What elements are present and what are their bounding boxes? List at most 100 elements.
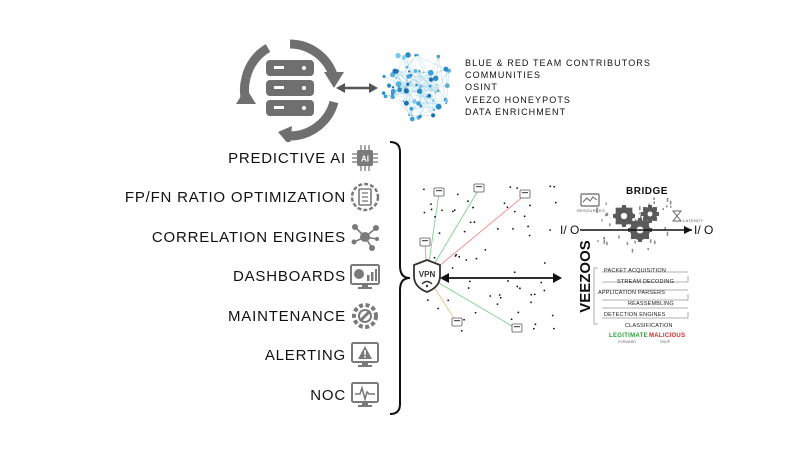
bridge-texture: [601, 219, 603, 222]
mesh-node: [516, 187, 519, 190]
data-sources-list: BLUE & RED TEAM CONTRIBUTORS COMMUNITIES…: [465, 57, 651, 118]
bridge-texture: [653, 197, 655, 200]
globe-link: [403, 55, 434, 116]
pipeline-stage: CLASSIFICATION: [625, 323, 673, 329]
mesh-link: [426, 275, 518, 330]
mesh-node: [553, 327, 555, 330]
gear-hub: [620, 212, 628, 220]
mesh-node: [430, 203, 432, 206]
globe-node: [418, 88, 421, 92]
mesh-node: [543, 289, 546, 292]
globe-link: [408, 76, 428, 97]
mesh-node: [503, 202, 506, 205]
globe-node: [435, 103, 442, 110]
globe-node: [428, 84, 432, 88]
globe-node: [395, 77, 398, 79]
mesh-node: [551, 314, 554, 317]
gear-tooth: [652, 207, 657, 212]
bridge-texture: [603, 236, 605, 240]
globe-node: [436, 54, 441, 59]
mesh-node: [463, 318, 465, 321]
mesh-node: [513, 210, 516, 213]
globe-node: [392, 68, 398, 74]
feature-label-dashboards: DASHBOARDS: [232, 268, 346, 285]
globe-link: [385, 90, 407, 97]
endpoint-device-icon: [519, 189, 531, 199]
globe-node: [403, 88, 409, 94]
globe-node: [381, 91, 386, 95]
globe-link: [393, 91, 447, 101]
globe-link: [418, 70, 450, 118]
globe-node: [419, 104, 423, 108]
mesh-node: [523, 215, 526, 218]
bridge-texture: [640, 215, 642, 220]
endpoint-device-detail: [476, 186, 482, 188]
endpoint-device-icon: [511, 323, 523, 333]
mesh-node: [549, 185, 552, 188]
globe-node: [444, 98, 449, 103]
mesh-node: [437, 307, 440, 310]
globe-node: [431, 113, 436, 118]
mesh-node: [534, 323, 537, 326]
mesh-node: [543, 262, 546, 264]
mesh-node: [498, 294, 501, 296]
vpn-to-veezoos-arrow: [440, 273, 562, 283]
globe-link: [438, 56, 446, 101]
globe-link: [383, 76, 434, 101]
globe-node: [409, 116, 415, 122]
gear-tooth: [643, 207, 648, 212]
globe-node: [426, 95, 429, 98]
globe-node: [418, 114, 422, 119]
source-item: COMMUNITIES: [465, 70, 542, 81]
mesh-node: [527, 225, 529, 228]
globe-node: [427, 69, 434, 76]
ai-chip-icon: AI: [352, 145, 378, 171]
globe-link: [392, 74, 439, 107]
globe-link: [397, 70, 434, 116]
mesh-node: [454, 255, 457, 257]
resources-label: RESOURCES: [577, 208, 606, 213]
bridge-gears-graphic: [596, 197, 672, 253]
bridge-texture: [649, 239, 652, 243]
globe-link: [398, 87, 430, 96]
ai-chip-label: AI: [361, 155, 369, 164]
mesh-node: [466, 200, 469, 203]
bridge-texture: [606, 241, 608, 246]
mesh-node: [451, 267, 454, 269]
globe-node: [418, 84, 423, 89]
mesh-node: [474, 311, 477, 314]
mesh-node: [441, 209, 443, 212]
bridge-texture: [639, 206, 641, 211]
io-right-label: I/ O: [694, 223, 714, 237]
globe-node: [422, 71, 425, 74]
mesh-node: [434, 215, 436, 218]
globe-node: [409, 81, 412, 84]
legitimate-label: LEGITIMATE: [609, 333, 648, 339]
endpoint-device-detail: [454, 320, 460, 322]
globe-node: [432, 75, 439, 82]
globe-node: [395, 81, 402, 88]
globe-node: [428, 77, 434, 82]
mesh-node: [529, 204, 531, 207]
io-left-label: I/ O: [560, 223, 580, 237]
mesh-node: [469, 221, 472, 224]
bridge-texture: [669, 200, 672, 205]
mesh-node: [465, 259, 468, 261]
mesh-node: [475, 257, 478, 260]
globe-link: [406, 55, 416, 68]
mesh-link: [426, 194, 526, 277]
legitimate-sub-label: FORWARD: [618, 340, 636, 344]
globe-node: [405, 65, 409, 69]
threat-intel-network-globe: [381, 52, 451, 122]
bridge-texture: [597, 240, 599, 242]
globe-node: [413, 69, 418, 73]
globe-node: [436, 84, 439, 86]
mesh-node: [430, 208, 433, 211]
vpn-label: VPN: [419, 270, 436, 279]
mesh-node: [423, 211, 426, 214]
bridge-texture: [609, 223, 611, 227]
globe-node: [408, 114, 411, 117]
endpoint-device-icon: [473, 183, 485, 193]
warning-monitor-icon: [351, 342, 379, 367]
malicious-sub-label: DROP: [660, 340, 671, 344]
